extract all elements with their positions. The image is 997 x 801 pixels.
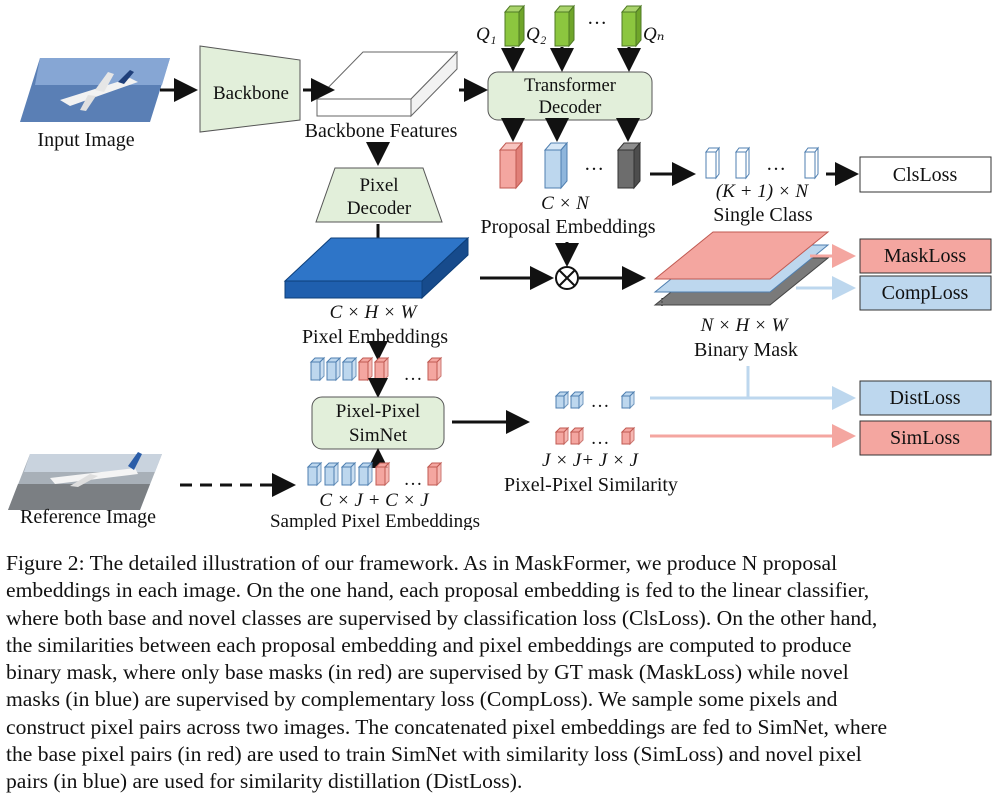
query-cuboids xyxy=(503,4,643,48)
input-image xyxy=(20,58,170,122)
sampled-cuboid xyxy=(374,461,391,487)
row-top-ellipsis: … xyxy=(404,364,423,385)
similarity-base-row xyxy=(554,426,636,446)
proposal-n xyxy=(616,141,642,190)
caption-line: pairs (in blue) are used for similarity … xyxy=(6,769,523,794)
comploss-label: CompLoss xyxy=(882,282,969,304)
reference-image-label: Reference Image xyxy=(20,506,156,528)
sim-blue-ellipsis: … xyxy=(591,391,610,412)
transformer-decoder-label-2: Decoder xyxy=(539,98,602,118)
transformer-decoder-label-1: Transformer xyxy=(524,76,616,96)
sim-red-ellipsis: … xyxy=(591,428,610,449)
caption-line: the base pixel pairs (in red) are used t… xyxy=(6,742,862,767)
simloss-box xyxy=(859,420,992,456)
single-class-ellipsis: … xyxy=(766,153,786,175)
similarity-cuboid-novel xyxy=(554,390,570,410)
similarity-dims: J × J+ J × J xyxy=(542,450,640,471)
simloss-label: SimLoss xyxy=(890,427,960,449)
mask-plane-red xyxy=(653,231,830,280)
proposal-ellipsis: … xyxy=(584,153,604,175)
query-n xyxy=(620,4,643,48)
single-class-label: Single Class xyxy=(713,204,813,226)
clsloss-box xyxy=(859,156,992,193)
pixel-cuboid xyxy=(341,356,358,382)
sampled-pixel-row xyxy=(306,461,443,487)
class-cuboid-n xyxy=(804,146,819,180)
proposal-embeddings-label: Proposal Embeddings xyxy=(481,216,656,238)
pixel-cuboid xyxy=(426,356,443,382)
maskloss-box xyxy=(859,238,992,274)
pixel-decoder-label-2: Decoder xyxy=(347,198,412,219)
pixel-sample-row xyxy=(309,356,443,382)
pixel-cuboid xyxy=(309,356,326,382)
similarity-cuboid-novel xyxy=(569,390,585,410)
pixel-cuboid xyxy=(373,356,390,382)
caption-line: where both base and novel classes are su… xyxy=(6,605,878,630)
row-bottom-ellipsis: … xyxy=(404,469,423,490)
caption-line: the similarities between each proposal e… xyxy=(6,632,852,657)
pixel-cuboid xyxy=(325,356,342,382)
svg-text:⋮: ⋮ xyxy=(657,297,667,308)
reference-image xyxy=(8,452,162,510)
similarity-cuboid-base xyxy=(620,426,636,446)
caption-line: embeddings in each image. On the one han… xyxy=(6,578,870,603)
pixel-embeddings-block xyxy=(283,236,470,300)
similarity-cuboid-base xyxy=(569,426,585,446)
proposal-novel xyxy=(543,141,569,190)
comploss-box xyxy=(859,275,992,311)
distloss-label: DistLoss xyxy=(889,387,960,409)
pixel-cuboid xyxy=(357,356,374,382)
sampled-cuboid xyxy=(426,461,443,487)
backbone-features-block xyxy=(315,50,459,118)
pixel-embeddings-label: Pixel Embeddings xyxy=(302,326,448,348)
class-cuboid-1 xyxy=(705,146,720,180)
clsloss-label: ClsLoss xyxy=(893,164,958,186)
similarity-label: Pixel-Pixel Similarity xyxy=(504,474,678,496)
proposal-dims: C × N xyxy=(541,193,590,214)
caption-line: binary mask, where only base masks (in r… xyxy=(6,660,849,685)
backbone-features-label: Backbone Features xyxy=(305,120,458,142)
framework-diagram: Input Image Backbone Backbone Features Q… xyxy=(8,4,992,530)
pixel-dims: C × H × W xyxy=(330,302,419,323)
query-label-n: Qₙ xyxy=(643,24,664,45)
maskloss-label: MaskLoss xyxy=(884,245,966,267)
backbone-module xyxy=(199,45,301,133)
similarity-cuboid-novel xyxy=(620,390,636,410)
similarity-cuboid-base xyxy=(554,426,570,446)
figure-caption: Figure 2: The detailed illustration of o… xyxy=(6,550,992,796)
single-class-embeddings xyxy=(705,146,819,180)
pixel-decoder-label-1: Pixel xyxy=(359,175,398,196)
proposal-base xyxy=(498,141,524,190)
query-2 xyxy=(553,4,576,48)
sampled-cuboid xyxy=(357,461,374,487)
proposal-embeddings xyxy=(498,141,642,190)
input-image-label: Input Image xyxy=(37,129,134,151)
query-label-1: Q₁ xyxy=(476,24,496,45)
binary-mask-label: Binary Mask xyxy=(694,339,798,361)
single-class-dims: (K + 1) × N xyxy=(716,181,809,202)
caption-line: Figure 2: The detailed illustration of o… xyxy=(6,551,838,575)
query-label-2: Q₂ xyxy=(526,24,547,45)
backbone-label: Backbone xyxy=(213,83,289,104)
simnet-label-1: Pixel-Pixel xyxy=(336,401,420,422)
binary-mask-stack: ⋮ xyxy=(653,231,830,308)
caption-line: construct pixel pairs across two images.… xyxy=(6,714,888,739)
distloss-box xyxy=(859,380,992,416)
multiply-operator xyxy=(555,266,579,290)
simnet-label-2: SimNet xyxy=(349,425,408,446)
sampled-cuboid xyxy=(340,461,357,487)
caption-line: masks (in blue) are supervised by comple… xyxy=(6,687,838,712)
query-1 xyxy=(503,4,526,48)
sampled-label: Sampled Pixel Embeddings xyxy=(270,511,480,530)
class-cuboid-2 xyxy=(735,146,750,180)
sampled-cuboid xyxy=(306,461,323,487)
sampled-cuboid xyxy=(323,461,340,487)
similarity-novel-row xyxy=(554,390,636,410)
sampled-dims: C × J + C × J xyxy=(319,490,430,511)
transformer-decoder-module xyxy=(487,71,653,121)
mask-dims: N × H × W xyxy=(700,315,790,336)
pixel-decoder-module xyxy=(315,167,443,223)
query-ellipsis: … xyxy=(587,7,607,29)
